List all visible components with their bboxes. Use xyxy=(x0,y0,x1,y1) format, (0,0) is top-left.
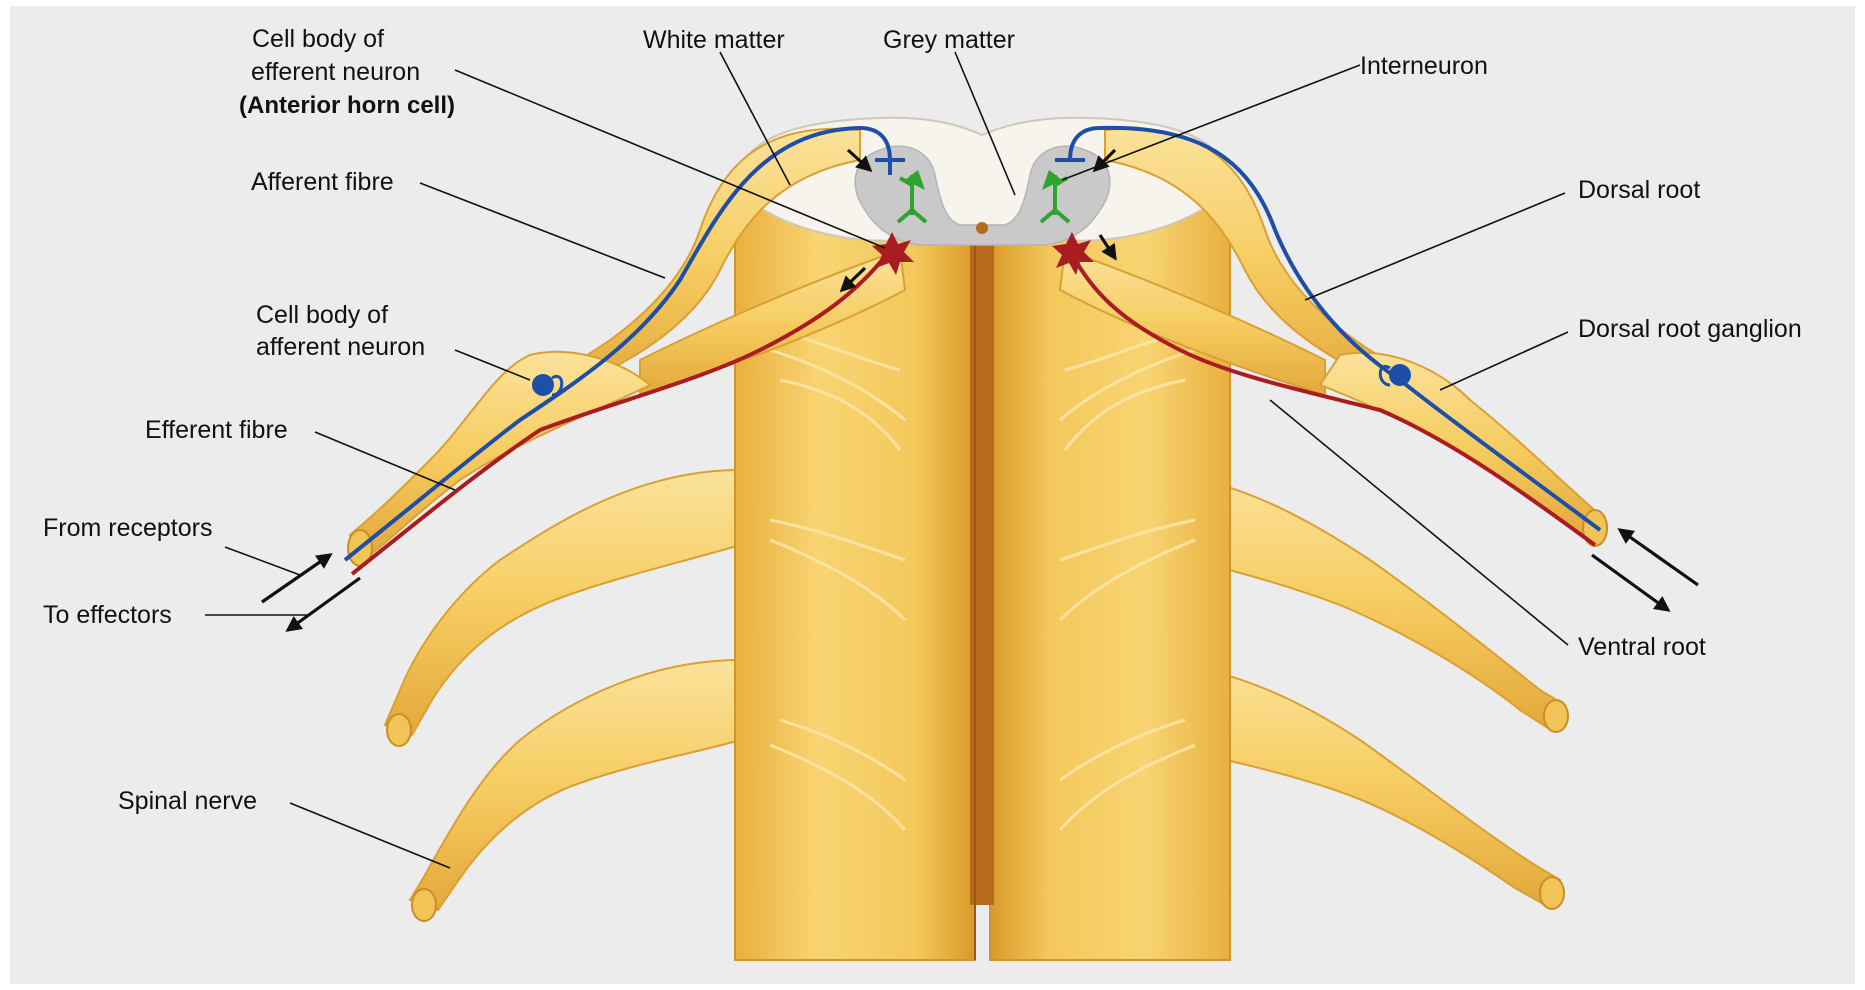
label-from-receptors: From receptors xyxy=(43,514,212,542)
label-white-matter: White matter xyxy=(643,26,785,54)
label-dorsal-root: Dorsal root xyxy=(1578,176,1700,204)
label-afferent-fibre: Afferent fibre xyxy=(251,168,394,196)
label-spinal-nerve: Spinal nerve xyxy=(118,787,257,815)
label-cell-body-efferent-2: efferent neuron xyxy=(251,58,420,86)
label-cell-body-afferent-2: afferent neuron xyxy=(256,333,425,361)
label-efferent-fibre: Efferent fibre xyxy=(145,416,288,444)
label-anterior-horn-cell: (Anterior horn cell) xyxy=(239,92,455,119)
label-cell-body-efferent-1: Cell body of xyxy=(252,25,384,53)
label-dorsal-root-ganglion: Dorsal root ganglion xyxy=(1578,315,1802,343)
label-ventral-root: Ventral root xyxy=(1578,633,1706,661)
label-cell-body-afferent-1: Cell body of xyxy=(256,301,388,329)
label-to-effectors: To effectors xyxy=(43,601,172,629)
label-interneuron: Interneuron xyxy=(1360,52,1488,80)
label-grey-matter: Grey matter xyxy=(883,26,1015,54)
